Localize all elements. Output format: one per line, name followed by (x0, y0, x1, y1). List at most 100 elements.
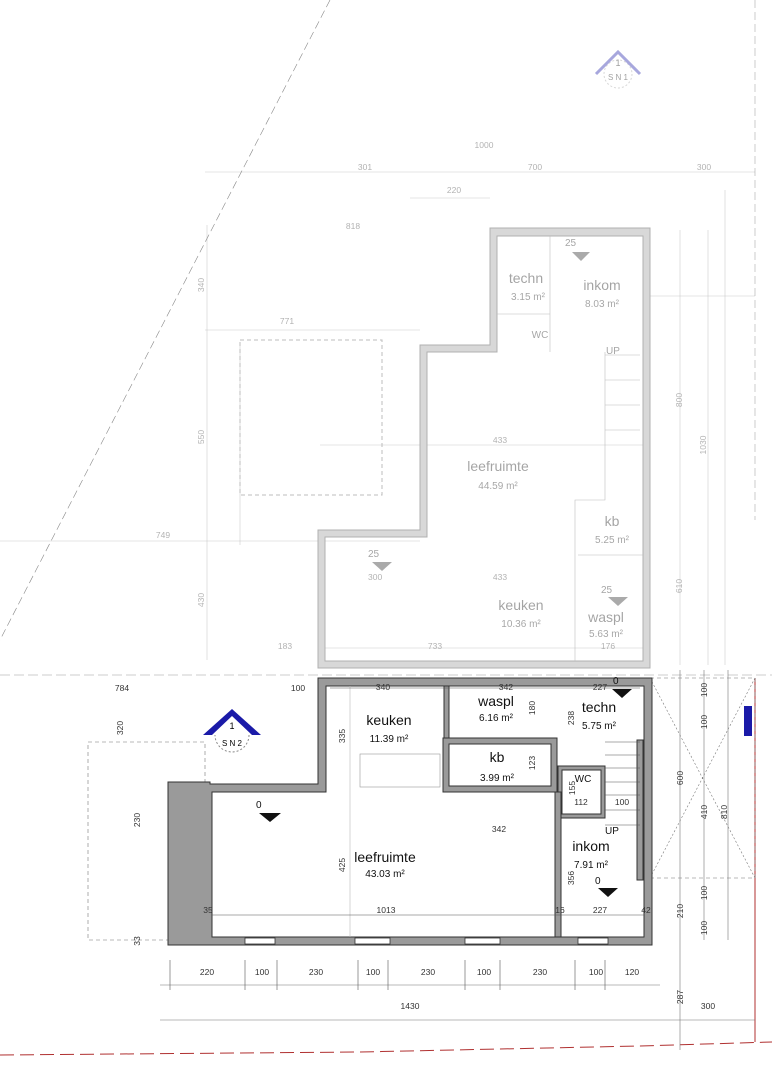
room-area: 10.36 m² (501, 619, 541, 630)
room-area: 44.59 m² (478, 481, 518, 492)
dimension-label: 33 (132, 936, 142, 946)
dimension-label: 342 (492, 824, 506, 834)
dimension-label: 320 (115, 721, 125, 735)
dimension-label: 0 (613, 676, 619, 687)
dimension-label: 1013 (377, 905, 396, 915)
room-area: 8.03 m² (585, 299, 620, 310)
room-name: keuken (366, 712, 411, 728)
dimension-label: 1000 (475, 140, 494, 150)
dimension-label: 600 (675, 771, 685, 785)
room-area: 6.16 m² (479, 713, 514, 724)
section-marker-sn2[interactable]: 1 S N 2 (203, 709, 261, 753)
dimension-label: 42 (641, 905, 651, 915)
dimension-label: 123 (527, 756, 537, 770)
dimension-label: 100 (589, 967, 603, 977)
dimension-label: 550 (196, 430, 206, 444)
level-marker: 25 300 (368, 549, 392, 582)
dimension-label: 1430 (401, 1001, 420, 1011)
room-name: leefruimte (467, 458, 529, 474)
dimension-label: 356 (566, 871, 576, 885)
room-area: 5.75 m² (582, 721, 617, 732)
dimension-label: 342 (499, 682, 513, 692)
dimension-label: 120 (625, 967, 639, 977)
dimension-label: 100 (699, 683, 709, 697)
section-label: S N 1 (608, 73, 629, 82)
dimension-label: 220 (447, 185, 461, 195)
room-area: 5.25 m² (595, 535, 630, 546)
room-name: kb (605, 513, 620, 529)
dimension-label: 800 (674, 393, 684, 407)
room-name: kb (490, 749, 505, 765)
level-marker: 0 (256, 800, 281, 822)
room-name: WC (532, 330, 549, 341)
dimension-label: 1030 (698, 435, 708, 454)
level-marker: 25 (601, 585, 628, 606)
dimension-label: 35 (203, 905, 213, 915)
dimension-label: 25 (601, 585, 613, 596)
property-line (0, 1041, 772, 1056)
stair-label: UP (605, 826, 619, 837)
room-area: 11.39 m² (370, 734, 409, 745)
room-area: 3.15 m² (511, 292, 546, 303)
dimension-label: 300 (701, 1001, 715, 1011)
room-name: techn (582, 699, 616, 715)
level-marker: 25 (565, 238, 590, 261)
dimension-label: 301 (358, 162, 372, 172)
dimension-label: 16 (555, 905, 565, 915)
section-number: 1 (229, 721, 234, 731)
windows (244, 937, 609, 945)
dimension-label: 100 (255, 967, 269, 977)
dimension-label: 112 (574, 797, 588, 807)
dimension-chains: 220 100 230 100 230 100 230 100 120 1430… (160, 670, 755, 1050)
stair-label: UP (606, 346, 620, 357)
dimension-label: 771 (280, 316, 294, 326)
room-area: 3.99 m² (480, 773, 515, 784)
dimension-label: 180 (527, 701, 537, 715)
dimension-label: 25 (368, 549, 380, 560)
dimension-label: 784 (115, 683, 129, 693)
dimension-label: 425 (337, 858, 347, 872)
dimension-label: 340 (376, 682, 390, 692)
dimension-label: 183 (278, 641, 292, 651)
level-marker: 0 (595, 876, 618, 897)
section-marker-sn1[interactable]: 1 S N 1 (594, 49, 642, 89)
room-name: leefruimte (354, 849, 416, 865)
dimension-label: 210 (675, 904, 685, 918)
dimension-label: 100 (615, 797, 629, 807)
dimension-label: 100 (477, 967, 491, 977)
dimension-label: 818 (346, 221, 360, 231)
dimension-label: 733 (428, 641, 442, 651)
room-name: inkom (583, 277, 620, 293)
room-area: 43.03 m² (365, 869, 405, 880)
room-name: waspl (587, 609, 624, 625)
dimension-label: 100 (366, 967, 380, 977)
room-name: keuken (498, 597, 543, 613)
section-number: 1 (615, 58, 620, 68)
dimension-label: 227 (593, 682, 607, 692)
room-name: techn (509, 270, 543, 286)
dimension-label: 0 (595, 876, 601, 887)
dimension-label: 433 (493, 435, 507, 445)
dimension-label: 340 (196, 278, 206, 292)
dimension-label: 155 (567, 781, 577, 795)
dimension-label: 100 (699, 886, 709, 900)
level-marker: 0 (612, 676, 632, 698)
room-name: inkom (572, 838, 609, 854)
blue-marker (744, 706, 752, 736)
room-name: waspl (477, 693, 514, 709)
dimension-label: 300 (368, 572, 382, 582)
dimension-label: 238 (566, 711, 576, 725)
dimension-label: 430 (196, 593, 206, 607)
dimension-label: 230 (533, 967, 547, 977)
dimension-label: 100 (291, 683, 305, 693)
section-label: S N 2 (222, 739, 243, 748)
dimension-label: 335 (337, 729, 347, 743)
dimension-label: 227 (593, 905, 607, 915)
dimension-label: 25 (565, 238, 577, 249)
dimension-label: 610 (674, 579, 684, 593)
site-lines (0, 0, 772, 1056)
dimension-label: 0 (256, 800, 262, 811)
room-name: WC (575, 774, 592, 785)
dimension-label: 100 (699, 921, 709, 935)
